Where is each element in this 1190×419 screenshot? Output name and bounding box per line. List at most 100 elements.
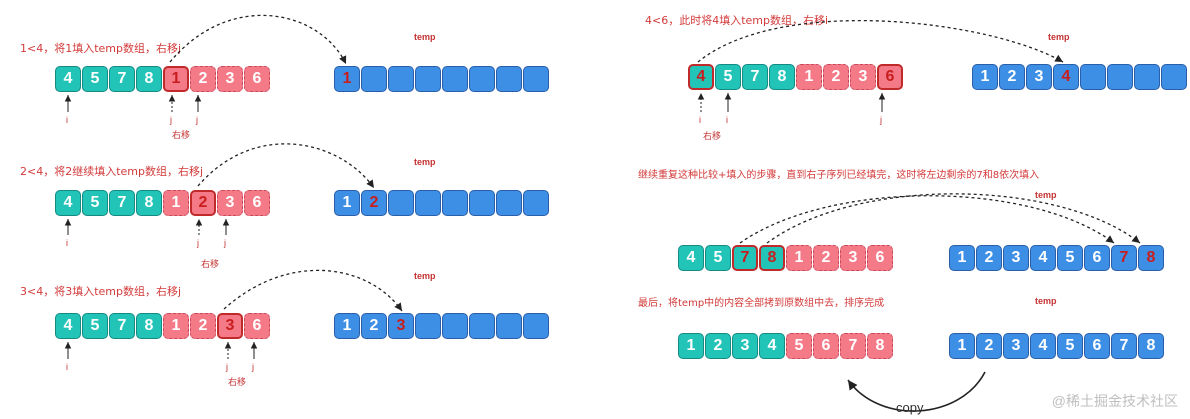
caption-step-5: 继续重复这种比较+填入的步骤，直到右子序列已经填完，这时将左边剩余的7和8依次填… (638, 170, 1040, 181)
pointer-i-4: i (699, 115, 701, 125)
array-cell: 7 (1111, 245, 1137, 271)
array-cell: 6 (1084, 333, 1110, 359)
copy-arrow (847, 371, 986, 412)
array-cell: 7 (732, 245, 758, 271)
array-cell: 1 (786, 245, 812, 271)
move-arrow-2 (197, 143, 375, 189)
caption-step-1: 1<4，将1填入temp数组，右移j (20, 42, 182, 55)
temp-label-4: temp (1048, 32, 1070, 42)
array-cell (469, 190, 495, 216)
array-cell: 6 (244, 313, 270, 339)
array-cell (1161, 64, 1187, 90)
pointer-j-2: j (197, 238, 199, 248)
array-cell: 3 (732, 333, 758, 359)
array-cell: 7 (109, 313, 135, 339)
array-cell: 5 (705, 245, 731, 271)
array-cell: 2 (190, 313, 216, 339)
pointer-i-1: i (66, 115, 68, 125)
array-cell: 4 (759, 333, 785, 359)
temp-label-1: temp (414, 32, 436, 42)
array-cell (496, 190, 522, 216)
array-cell: 8 (136, 66, 162, 92)
pointer-move-2: 右移 (201, 259, 220, 269)
array-cell (415, 190, 441, 216)
array-cell: 8 (136, 313, 162, 339)
pointer-j-4: j (880, 115, 882, 125)
caption-step-4: 4<6，此时将4填入temp数组，右移i (645, 14, 829, 27)
array-cell: 3 (217, 190, 243, 216)
pointer-move-3: 右移 (228, 377, 247, 387)
array-cell: 6 (877, 64, 903, 90)
array-cell: 5 (1057, 245, 1083, 271)
array-cell: 2 (999, 64, 1025, 90)
array-cell: 3 (388, 313, 414, 339)
array-cell (523, 313, 549, 339)
array-cell: 4 (55, 190, 81, 216)
array-cell: 2 (705, 333, 731, 359)
array-cell: 1 (334, 190, 360, 216)
array-cell (442, 66, 468, 92)
array-cell: 1 (163, 66, 189, 92)
pointer-i-4b: i (726, 115, 728, 125)
array-cell (388, 66, 414, 92)
temp-row-step-1: 1 (334, 66, 550, 92)
array-cell: 2 (190, 66, 216, 92)
array-cell: 4 (1053, 64, 1079, 90)
move-arrow-4 (697, 19, 1064, 63)
pointer-move-1: 右移 (172, 130, 191, 140)
watermark: @稀土掘金技术社区 (1051, 393, 1178, 409)
array-cell: 1 (163, 190, 189, 216)
pointer-j-1b: j (196, 115, 198, 125)
array-cell: 7 (109, 190, 135, 216)
array-cell: 4 (55, 66, 81, 92)
caption-step-3: 3<4，将3填入temp数组，右移j (20, 285, 182, 298)
array-cell: 1 (972, 64, 998, 90)
array-cell: 4 (1030, 333, 1056, 359)
array-cell: 1 (163, 313, 189, 339)
caption-step-6: 最后，将temp中的内容全部拷到原数组中去，排序完成 (638, 298, 885, 309)
array-cell (523, 66, 549, 92)
array-cell: 2 (823, 64, 849, 90)
pointer-move-4: 右移 (703, 131, 722, 141)
array-cell: 1 (334, 66, 360, 92)
temp-label-6: temp (1035, 296, 1057, 306)
array-cell: 7 (109, 66, 135, 92)
array-cell (415, 313, 441, 339)
array-cell (388, 190, 414, 216)
pointer-i-3: i (66, 362, 68, 372)
array-cell (469, 66, 495, 92)
array-cell (442, 313, 468, 339)
array-cell (361, 66, 387, 92)
array-cell (415, 66, 441, 92)
array-cell: 7 (742, 64, 768, 90)
temp-label-3: temp (414, 271, 436, 281)
array-cell (496, 66, 522, 92)
array-cell: 3 (217, 66, 243, 92)
array-cell: 5 (786, 333, 812, 359)
array-cell: 1 (678, 333, 704, 359)
array-cell: 8 (867, 333, 893, 359)
array-cell: 3 (1003, 333, 1029, 359)
move-arrow-5b (766, 193, 1141, 244)
array-cell: 8 (136, 190, 162, 216)
array-cell: 8 (1138, 333, 1164, 359)
array-cell (523, 190, 549, 216)
temp-label-2: temp (414, 157, 436, 167)
array-cell: 4 (688, 64, 714, 90)
array-cell: 3 (217, 313, 243, 339)
array-cell: 4 (678, 245, 704, 271)
array-cell: 6 (244, 66, 270, 92)
array-cell: 1 (949, 245, 975, 271)
array-cell: 2 (361, 190, 387, 216)
pointer-j-2b: j (224, 238, 226, 248)
caption-step-2: 2<4，将2继续填入temp数组，右移j (20, 165, 204, 178)
array-cell: 6 (1084, 245, 1110, 271)
